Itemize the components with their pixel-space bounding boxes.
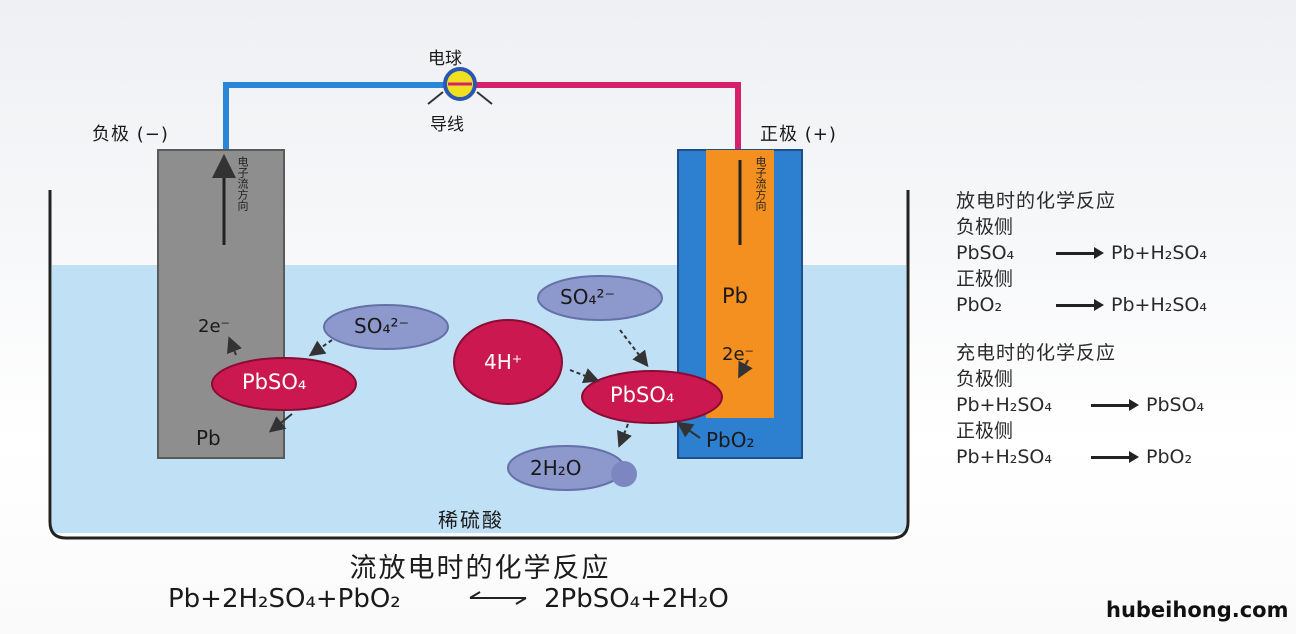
arrow-icon <box>1091 398 1139 411</box>
arrow-h2o <box>617 423 632 448</box>
electron-flow-right: 电子流方向 <box>754 156 767 211</box>
eq-right: PbO₂ <box>1146 446 1193 468</box>
charge-title: 充电时的化学反应 <box>956 342 1117 364</box>
wire-negative <box>223 82 445 150</box>
eq-left: Pb+H₂SO₄ <box>956 446 1052 468</box>
discharge-negative-equation: PbSO₄ Pb+H₂SO₄ <box>956 240 1207 266</box>
reaction-side-panel: 放电时的化学反应 负极侧 PbSO₄ Pb+H₂SO₄ 正极侧 PbO₂ Pb+… <box>956 188 1207 470</box>
electron-right-label: 2e⁻ <box>722 344 755 365</box>
pb-left-label: Pb <box>196 426 221 450</box>
main-equation-right: 2PbSO₄+2H₂O <box>544 584 729 614</box>
charge-negative-label: 负极侧 <box>956 368 1014 390</box>
arrow-pb-left <box>268 413 293 433</box>
pb-right-label: Pb <box>722 284 748 308</box>
h2o-label: 2H₂O <box>530 456 582 480</box>
so4-left-bubble <box>323 304 449 350</box>
charge-negative-equation: Pb+H₂SO₄ PbSO₄ <box>956 392 1207 418</box>
arrow-icon <box>1056 246 1104 259</box>
h4-bubble <box>453 319 563 405</box>
discharge-negative-label: 负极侧 <box>956 216 1014 238</box>
electron-flow-left: 电子流方向 <box>236 156 249 211</box>
main-title: 流放电时的化学反应 <box>349 553 611 584</box>
eq-right: Pb+H₂SO₄ <box>1111 294 1207 316</box>
eq-right: Pb+H₂SO₄ <box>1111 242 1207 264</box>
bulb-label: 电球 <box>428 49 462 69</box>
watermark: hubeihong.com <box>1106 598 1289 622</box>
h2o-dot <box>611 461 637 487</box>
wire-label: 导线 <box>430 115 464 135</box>
arrow-2e-left <box>227 336 242 356</box>
double-arrow-icon <box>469 591 527 605</box>
arrow-icon <box>1091 450 1139 463</box>
bulb-pointer <box>427 91 493 105</box>
pbso4-right-bubble <box>581 370 723 424</box>
pbso4-left-bubble <box>211 357 357 411</box>
pbso4-left-label: PbSO₄ <box>242 370 307 394</box>
arrow-so4-right <box>619 329 649 368</box>
arrow-icon <box>1056 298 1104 311</box>
so4-left-label: SO₄²⁻ <box>354 314 410 338</box>
main-equation-left: Pb+2H₂SO₄+PbO₂ <box>168 584 401 614</box>
pbso4-right-label: PbSO₄ <box>610 383 675 407</box>
negative-label: 负极 (−) <box>92 124 169 145</box>
wire-positive <box>475 82 741 150</box>
eq-right: PbSO₄ <box>1146 394 1205 416</box>
charge-positive-label: 正极侧 <box>956 420 1014 442</box>
arrow-2e-right <box>738 359 753 379</box>
so4-right-bubble <box>537 275 663 321</box>
discharge-positive-equation: PbO₂ Pb+H₂SO₄ <box>956 292 1207 318</box>
eq-left: PbSO₄ <box>956 242 1015 264</box>
discharge-positive-label: 正极侧 <box>956 268 1014 290</box>
pbo2-label: PbO₂ <box>706 428 755 452</box>
charge-positive-equation: Pb+H₂SO₄ PbO₂ <box>956 444 1207 470</box>
arrow-pbo2 <box>676 421 701 439</box>
arrow-h4 <box>569 368 600 384</box>
eq-left: PbO₂ <box>956 294 1003 316</box>
negative-plate <box>157 149 285 459</box>
eq-left: Pb+H₂SO₄ <box>956 394 1052 416</box>
electron-left-label: 2e⁻ <box>198 316 231 337</box>
so4-right-label: SO₄²⁻ <box>560 285 616 309</box>
discharge-title: 放电时的化学反应 <box>956 190 1117 212</box>
positive-label: 正极 (+) <box>760 124 837 145</box>
container <box>48 190 910 540</box>
solution-label: 稀硫酸 <box>438 508 504 532</box>
h4-label: 4H⁺ <box>484 350 523 374</box>
